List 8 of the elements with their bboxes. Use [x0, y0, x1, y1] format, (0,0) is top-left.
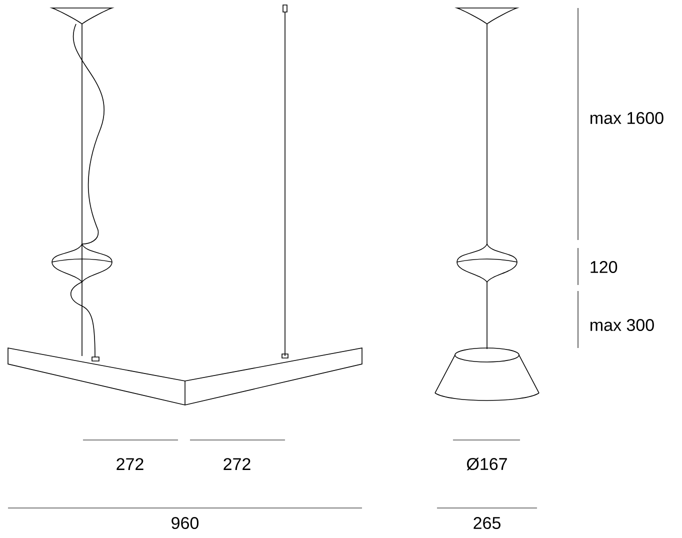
dimension-label: max 1600: [590, 112, 664, 124]
dimension-label: 272: [224, 458, 250, 470]
dimension-label: 960: [172, 516, 199, 530]
dimension-label: 265: [474, 516, 500, 530]
dimension-label: max 300: [590, 318, 654, 332]
dimension-label: Ø167: [466, 458, 507, 470]
dimension-label: 120: [590, 260, 618, 274]
dimension-label: 272: [116, 458, 144, 470]
